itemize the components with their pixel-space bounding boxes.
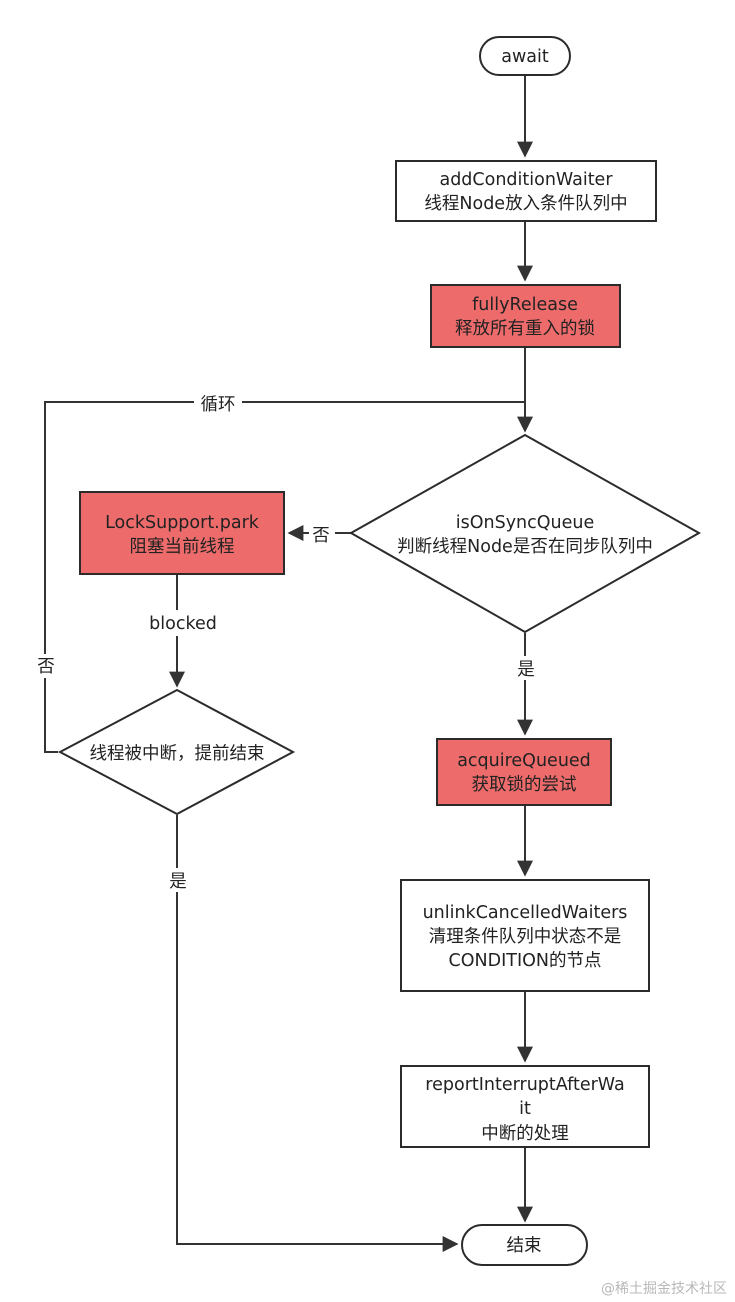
node-end: 结束 [461,1224,588,1266]
acquire-queued-label-2: 获取锁的尝试 [472,775,577,795]
node-is-on-sync-queue: isOnSyncQueue 判断线程Node是否在同步队列中 [348,433,702,634]
interrupted-check-diamond [57,688,296,816]
report-interrupt-label-2: it [519,1099,531,1119]
is-on-sync-queue-diamond [348,433,702,634]
add-condition-waiter-box [395,160,657,222]
edge-labels: 循环 否 是 blocked 否 是 [33,392,540,892]
on-sync-label-bg [512,656,540,680]
unlink-cancelled-waiters-label-3: CONDITION的节点 [449,951,602,971]
await-label: await [501,47,549,67]
lock-support-park-label-2: 阻塞当前线程 [130,537,235,557]
unlink-cancelled-waiters-label-1: unlinkCancelledWaiters [423,903,628,923]
report-interrupt-box [400,1065,650,1148]
end-label: 结束 [507,1236,542,1256]
node-unlink-cancelled-waiters: unlinkCancelledWaiters 清理条件队列中状态不是 CONDI… [400,879,650,992]
node-acquire-queued: acquireQueued 获取锁的尝试 [436,738,612,806]
unlink-cancelled-waiters-label-2: 清理条件队列中状态不是 [429,927,622,947]
fully-release-box [430,284,621,348]
watermark: @稀土掘金技术社区 [601,1281,727,1297]
is-on-sync-queue-label-2: 判断线程Node是否在同步队列中 [397,537,653,557]
is-on-sync-queue-label-1: isOnSyncQueue [456,513,595,533]
node-add-condition-waiter: addConditionWaiter 线程Node放入条件队列中 [395,160,657,222]
interrupted-check-label: 线程被中断，提前结束 [90,744,265,764]
acquire-queued-label-1: acquireQueued [457,751,591,771]
edge-loop-back [44,401,525,753]
end-terminal [461,1224,588,1266]
not-on-sync-label-bg [309,522,335,544]
fully-release-label-1: fullyRelease [472,295,578,315]
node-await: await [479,36,571,76]
acquire-queued-box [436,738,612,806]
lock-support-park-label-1: LockSupport.park [105,513,260,533]
edge-interrupted-check-to-end [176,815,459,1252]
node-fully-release: fullyRelease 释放所有重入的锁 [430,284,621,348]
node-lock-support-park: LockSupport.park 阻塞当前线程 [79,491,285,575]
await-terminal [479,36,571,76]
node-interrupted-check: 线程被中断，提前结束 [57,688,296,816]
loop-label-bg [194,392,242,414]
lock-support-park-box [79,491,285,575]
node-report-interrupt: reportInterruptAfterWa it 中断的处理 [400,1065,650,1148]
edge-label-not-interrupted: 否 [37,657,55,677]
fully-release-label-2: 释放所有重入的锁 [455,319,595,339]
blocked-label-bg [142,610,218,636]
edge-label-interrupted: 是 [169,872,187,892]
add-condition-waiter-label-2: 线程Node放入条件队列中 [424,194,627,214]
edge-label-blocked: blocked [149,614,217,634]
report-interrupt-label-1: reportInterruptAfterWa [425,1075,624,1095]
edge-label-not-on-sync-queue: 否 [312,526,330,546]
edge-label-on-sync-queue: 是 [517,660,535,680]
interrupted-label-bg [164,868,192,892]
edge-label-loop: 循环 [201,395,236,415]
add-condition-waiter-label-1: addConditionWaiter [439,170,613,190]
report-interrupt-label-3: 中断的处理 [481,1124,569,1144]
unlink-cancelled-waiters-box [400,879,650,992]
not-interrupted-label-bg [33,654,59,678]
